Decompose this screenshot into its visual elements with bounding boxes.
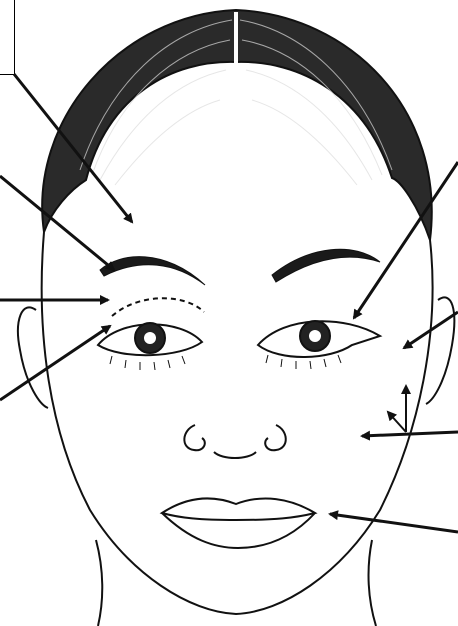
face-outline [18, 232, 454, 626]
callout-arrow-lip-corner [330, 514, 458, 532]
right-eye [258, 321, 380, 369]
eyebrows [100, 249, 380, 285]
left-eye [98, 298, 204, 370]
callout-arrow-cheekbone [362, 432, 458, 436]
callout-arrow-lower-lash [0, 326, 110, 400]
hair [42, 10, 432, 240]
lips [162, 498, 315, 548]
cheek-lift-arrows [388, 386, 406, 432]
nose [184, 425, 285, 458]
